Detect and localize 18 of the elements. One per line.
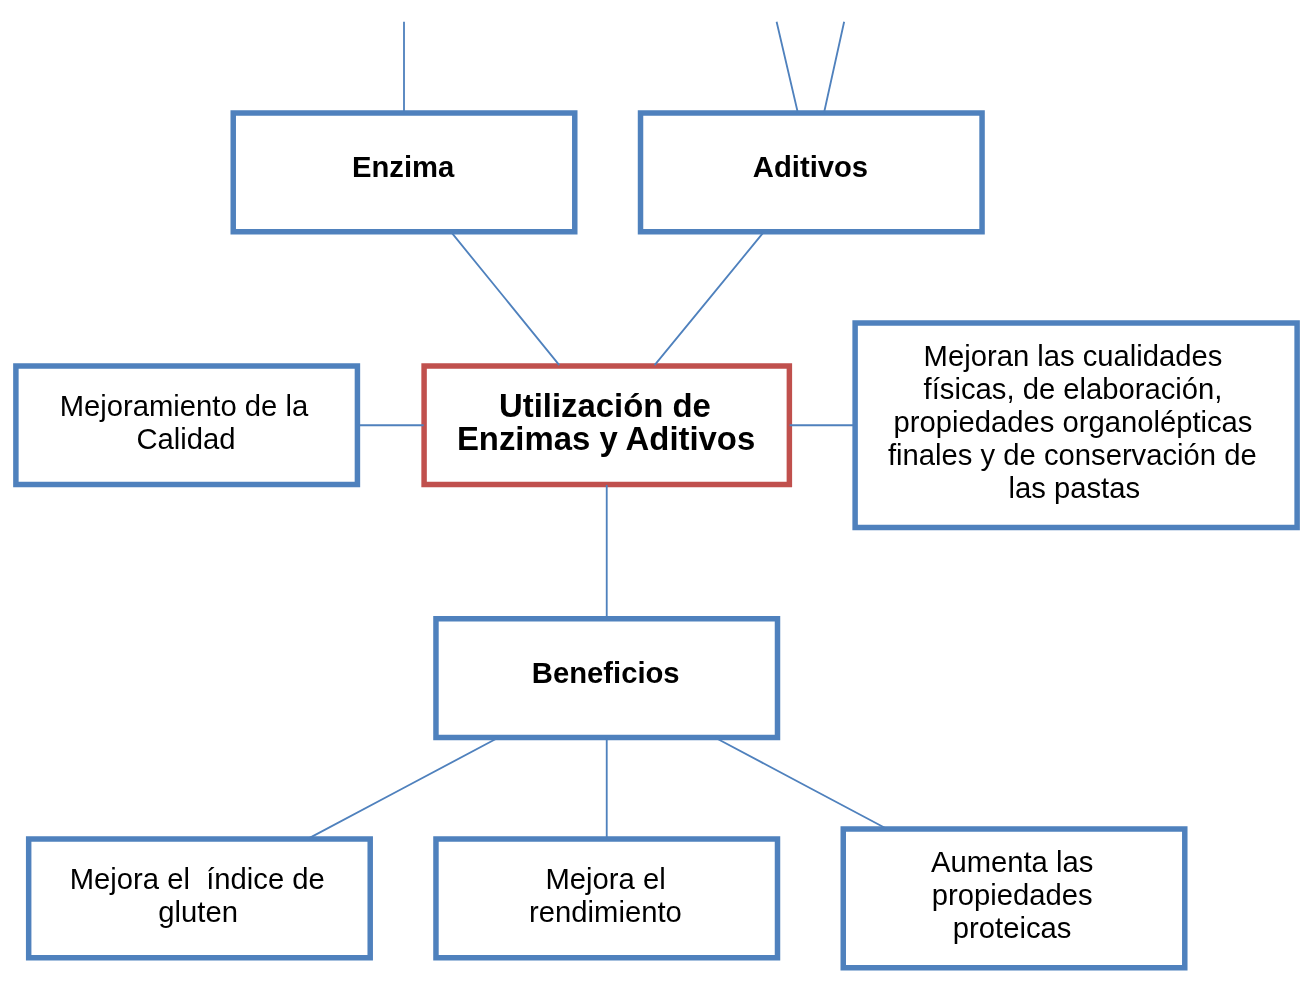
connector	[403, 20, 405, 114]
connector	[450, 231, 561, 366]
node-box: Beneficios	[433, 616, 781, 741]
connector	[605, 484, 608, 619]
connector	[775, 20, 799, 114]
connector	[653, 231, 765, 366]
connector	[357, 424, 425, 427]
node-box: Mejora el rendimiento	[433, 836, 781, 961]
node-box: Mejoran las cualidades físicas, de elaboración, propiedades organolépticas finales y de conservación de las pastas	[852, 320, 1300, 531]
node-box: Mejora el índice de gluten	[25, 836, 373, 961]
node-box: Aditivos	[637, 110, 985, 235]
connector	[788, 424, 856, 427]
connector	[605, 737, 608, 840]
node-box: Enzima	[230, 110, 578, 235]
node-box: Utilización de Enzimas y Aditivos	[421, 363, 793, 488]
node-box: Mejoramiento de la Calidad	[13, 363, 361, 488]
connector	[823, 20, 846, 114]
node-box: Aumenta las propiedades proteicas	[840, 826, 1188, 971]
